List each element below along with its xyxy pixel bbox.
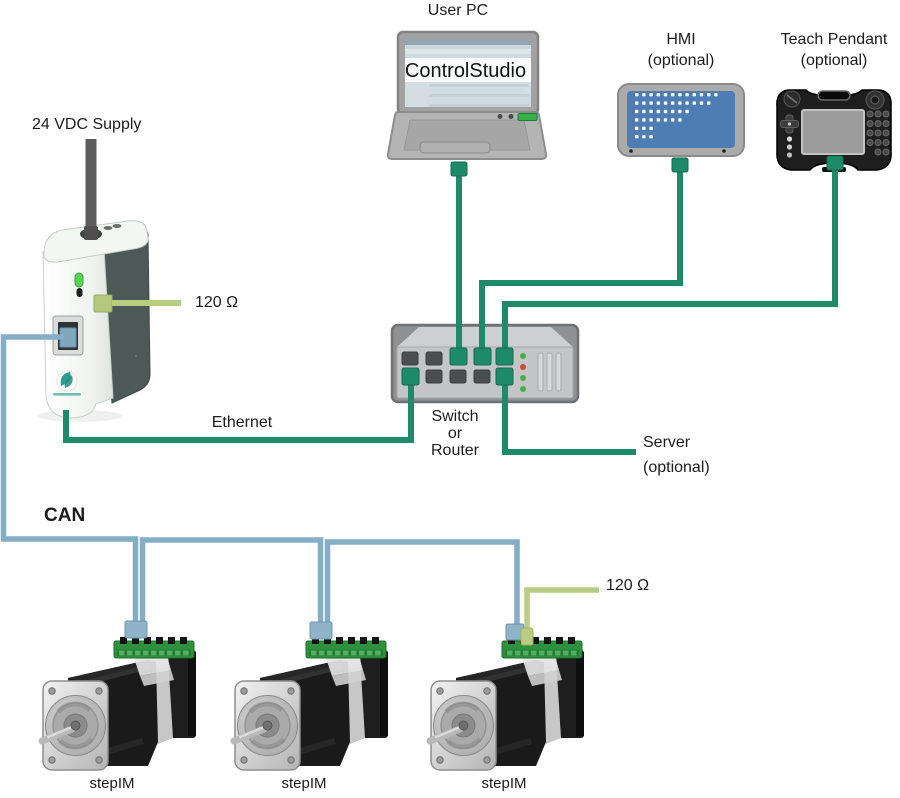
- can-plugs: [124, 620, 525, 641]
- server-subtitle: (optional): [643, 459, 710, 476]
- switch-port-connector-3: [495, 347, 514, 366]
- motor1-label: stepIM: [89, 775, 135, 792]
- pendant-connector: [826, 155, 844, 171]
- hmi-connector: [671, 157, 689, 173]
- pendant-dpad: [780, 114, 799, 134]
- switch-port-connector-2: [473, 347, 492, 366]
- screen-title-band: [405, 58, 531, 82]
- server-title: Server: [643, 434, 691, 451]
- motor2-label: stepIM: [281, 775, 327, 792]
- can-motor1-to-motor2: [139, 537, 324, 630]
- teach-pendant-subtitle: (optional): [800, 52, 868, 69]
- cable-pendant-to-switch: [502, 168, 838, 352]
- power-supply-label: 24 VDC Supply: [32, 116, 142, 133]
- server-label: Server (optional): [643, 430, 710, 480]
- can-plug-motor1: [124, 620, 148, 639]
- controller-terminator-label: 120 Ω: [195, 294, 239, 311]
- switch-port-connector-4: [401, 367, 420, 386]
- ethernet-cables: [63, 168, 838, 455]
- switch-label: Switch or Router: [430, 408, 480, 459]
- terminator-line-motor3: [524, 587, 599, 640]
- terminator-plug-motor3: [520, 627, 534, 646]
- stepim-motor-1: [42, 637, 196, 770]
- can-controller-to-motor1: [0, 334, 139, 628]
- cable-controller-to-switch: [63, 380, 414, 443]
- stepim-motor-2: [234, 637, 388, 770]
- hmi-device: [617, 83, 745, 157]
- controller-top-cap: [43, 220, 149, 263]
- can-bus-cables: [0, 334, 520, 636]
- can-plug-motor2: [309, 621, 333, 640]
- switch-vents: [537, 352, 562, 392]
- pendant-screen: [801, 109, 865, 155]
- laptop-trackpad: [419, 141, 491, 154]
- can-motor2-to-motor3: [324, 539, 520, 636]
- can-terminator-plug-controller: [93, 294, 113, 313]
- hmi-screen-dots: [635, 93, 718, 139]
- power-cable: [84, 139, 98, 240]
- hmi-title: HMI: [666, 31, 696, 48]
- terminator-cables: [112, 300, 599, 646]
- switch-leds: [520, 353, 526, 392]
- teach-pendant-device: [776, 89, 892, 172]
- teach-pendant-label: Teach Pendant (optional): [753, 29, 900, 71]
- laptop-illustration: [386, 30, 548, 160]
- motor3-label: stepIM: [481, 775, 527, 792]
- user-pc-label: User PC: [427, 2, 489, 19]
- controlstudio-screen-text: ControlStudio: [404, 60, 527, 82]
- pc-connector: [450, 161, 468, 177]
- switch-port-connector-5: [495, 367, 514, 386]
- hmi-label: HMI (optional): [621, 29, 741, 71]
- switch-port-connector-1: [449, 347, 468, 366]
- status-led: [74, 272, 84, 288]
- pendant-handle: [817, 90, 851, 101]
- ethernet-connectors: [401, 155, 844, 386]
- cable-switch-to-server: [502, 380, 636, 455]
- controller-device: [38, 220, 151, 422]
- pendant-button-grid: [866, 110, 890, 156]
- hmi-subtitle: (optional): [647, 52, 715, 69]
- teach-pendant-title: Teach Pendant: [780, 31, 888, 48]
- cable-hmi-to-switch: [479, 170, 683, 352]
- laptop-power-led: [517, 113, 538, 121]
- ethernet-label: Ethernet: [211, 414, 273, 431]
- motor-terminator-label: 120 Ω: [606, 577, 650, 594]
- can-bus-label: CAN: [44, 505, 86, 526]
- stepim-motor-3: [430, 637, 584, 770]
- brand-logo-text: [53, 393, 81, 396]
